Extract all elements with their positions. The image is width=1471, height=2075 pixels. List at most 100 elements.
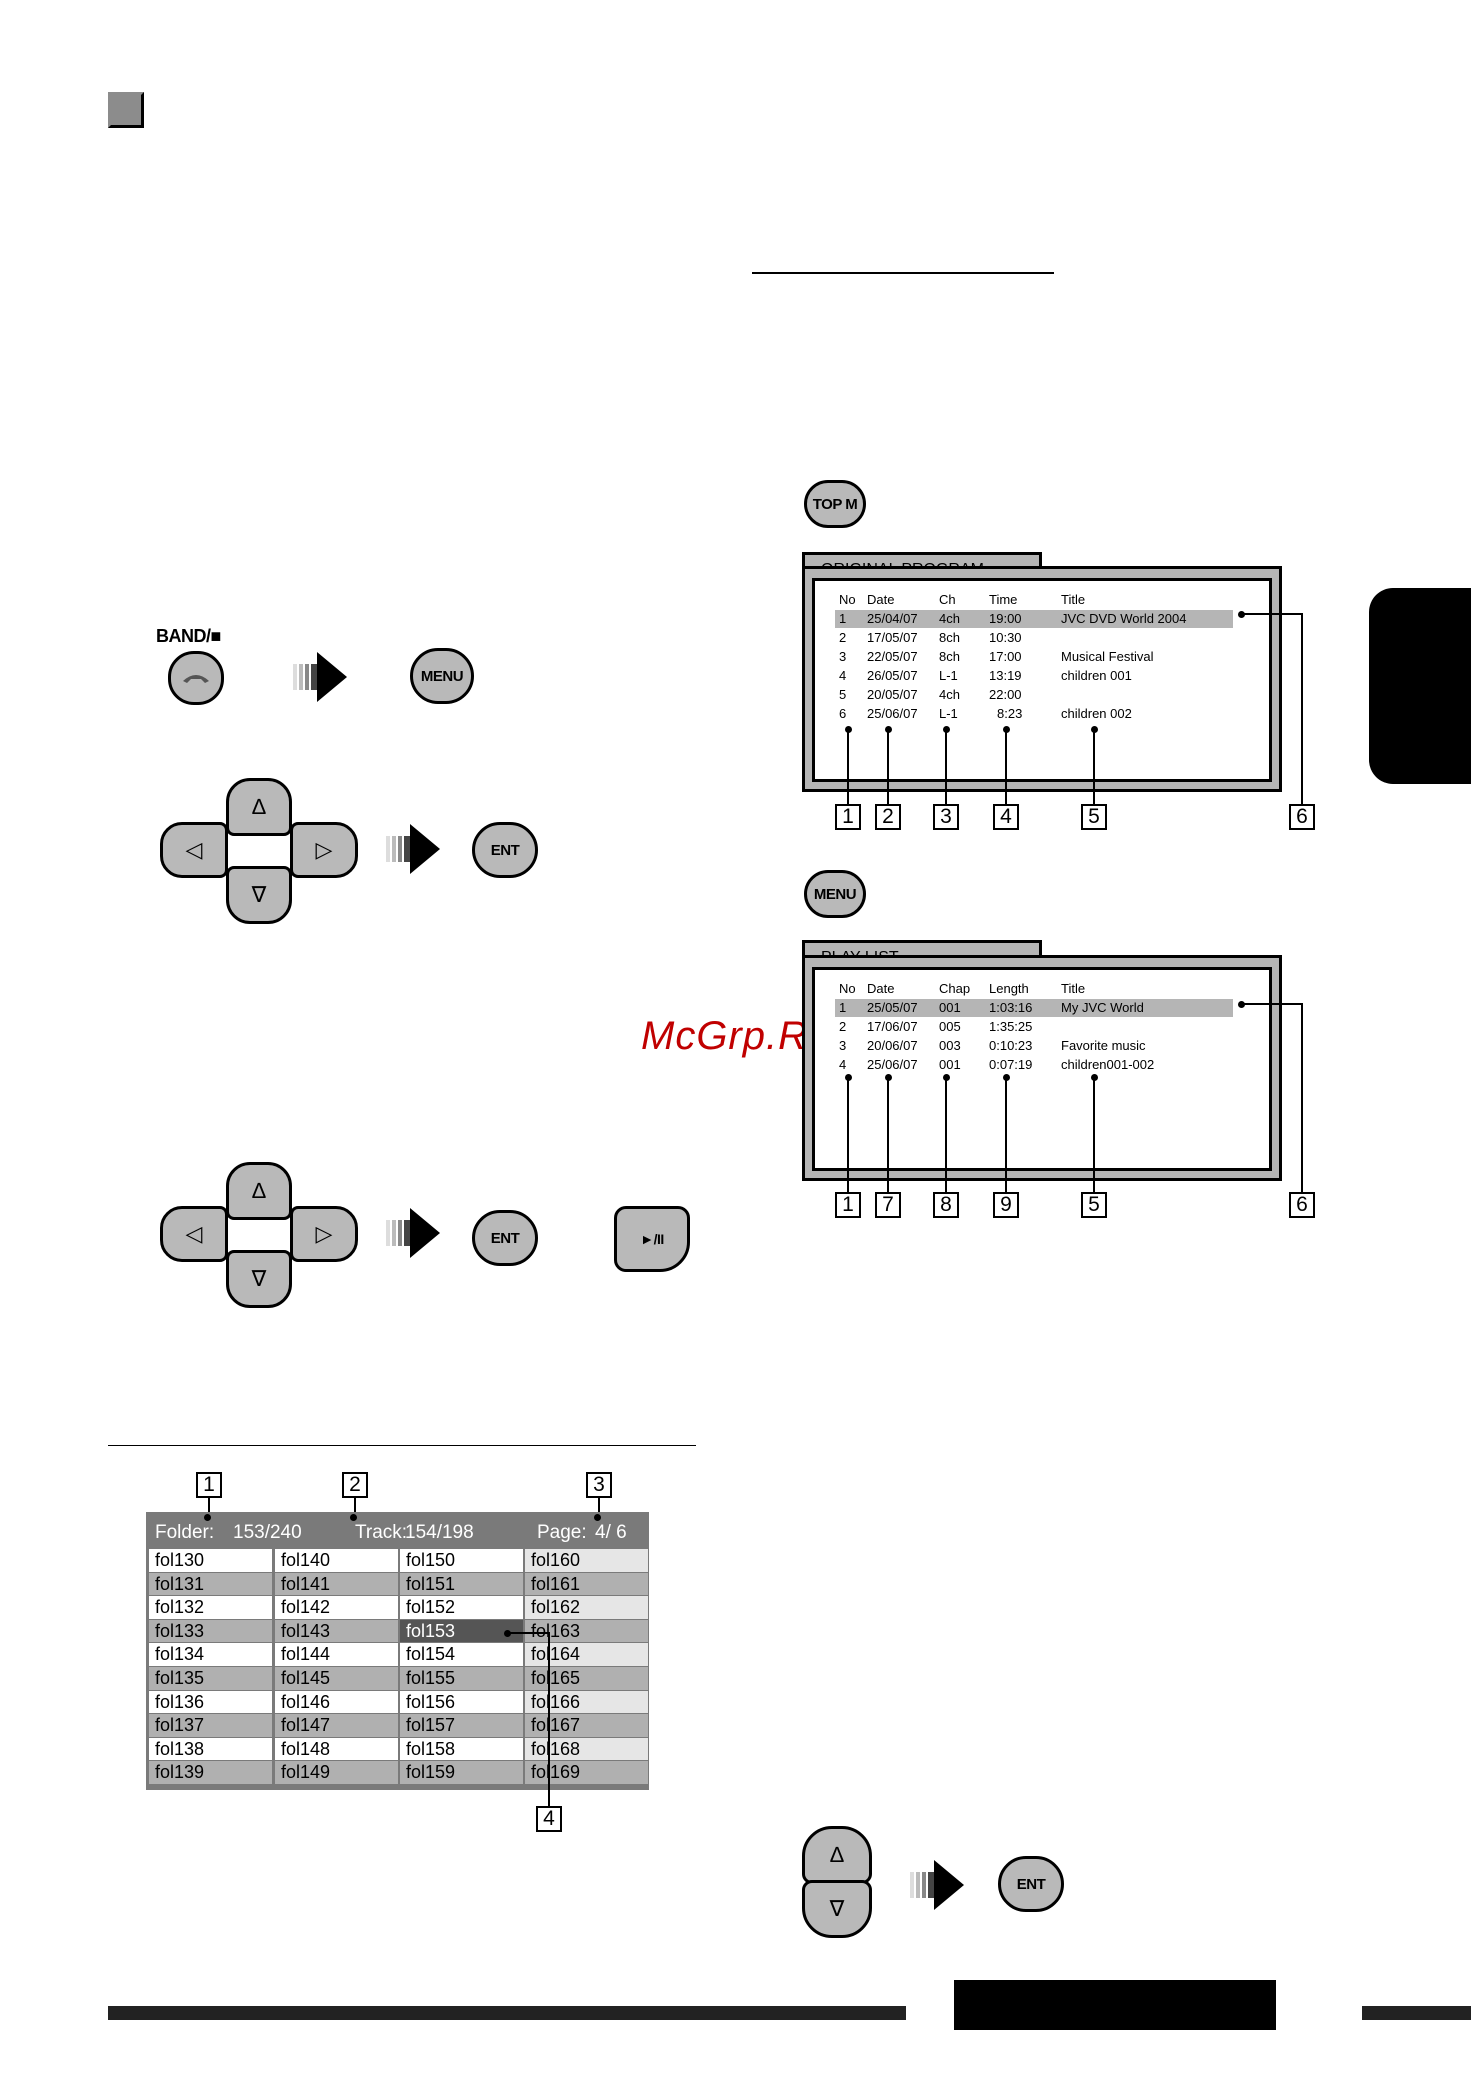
folder-item[interactable]: fol138 [149, 1737, 272, 1761]
folder-item[interactable]: fol152 [400, 1596, 523, 1619]
cell-title: JVC DVD World 2004 [1061, 611, 1187, 626]
menu-button[interactable]: MENU [410, 648, 474, 704]
folder-item[interactable]: fol142 [275, 1596, 398, 1619]
cell-chap: 005 [939, 1019, 961, 1034]
folder-item[interactable]: fol136 [149, 1690, 272, 1714]
folder-item[interactable]: fol158 [400, 1737, 523, 1761]
folder-item[interactable]: fol130 [149, 1549, 272, 1572]
callout-5: 5 [1081, 804, 1107, 830]
menu-button-2[interactable]: MENU [804, 870, 866, 918]
play-pause-button[interactable]: ►/II [614, 1206, 690, 1272]
folder-item[interactable]: fol168 [525, 1737, 648, 1761]
ent-button[interactable]: ENT [998, 1856, 1064, 1912]
cell-title: children 001 [1061, 668, 1132, 683]
folder-item[interactable]: fol150 [400, 1549, 523, 1572]
folder-item[interactable]: fol151 [400, 1572, 523, 1596]
folder-item[interactable]: fol148 [275, 1737, 398, 1761]
band-stop-button[interactable] [168, 651, 224, 705]
cell-length: 0:07:19 [989, 1057, 1033, 1072]
folder-item[interactable]: fol161 [525, 1572, 648, 1596]
folder-item[interactable]: fol140 [275, 1549, 398, 1572]
folder-item[interactable]: fol143 [275, 1619, 398, 1643]
dpad-up-button[interactable]: ∆ [226, 1162, 292, 1220]
cell-date: 20/06/07 [867, 1038, 918, 1053]
cell-time: 10:30 [989, 630, 1022, 645]
cell-time: 22:00 [989, 687, 1022, 702]
track-value: 154/198 [405, 1522, 474, 1543]
dpad-left-button[interactable]: ◁ [160, 822, 228, 878]
folder-item[interactable]: fol134 [149, 1643, 272, 1666]
folder-item[interactable]: fol132 [149, 1596, 272, 1619]
folder-item[interactable]: fol131 [149, 1572, 272, 1596]
folder-item[interactable]: fol135 [149, 1667, 272, 1690]
folder-item[interactable]: fol159 [400, 1761, 523, 1784]
folder-item[interactable]: fol169 [525, 1761, 648, 1784]
cell-chap: 001 [939, 1000, 961, 1015]
next-step-arrow-icon [386, 824, 440, 874]
dpad-right-button[interactable]: ▷ [290, 822, 358, 878]
folder-label: Folder: [155, 1522, 215, 1543]
folder-item[interactable]: fol154 [400, 1643, 523, 1666]
folder-item[interactable]: fol156 [400, 1690, 523, 1714]
ent-button[interactable]: ENT [472, 822, 538, 878]
folder-item[interactable]: fol165 [525, 1667, 648, 1690]
folder-item[interactable]: fol137 [149, 1714, 272, 1737]
folder-item[interactable]: fol160 [525, 1549, 648, 1572]
next-step-arrow-icon [910, 1860, 964, 1910]
folder-item[interactable]: fol141 [275, 1572, 398, 1596]
callout-6: 6 [1289, 804, 1315, 830]
dpad-down-button[interactable]: ∇ [226, 1250, 292, 1308]
up-button[interactable]: ∆ [802, 1826, 872, 1884]
folder-item[interactable]: fol166 [525, 1690, 648, 1714]
cell-no: 4 [839, 1057, 847, 1072]
list-row[interactable]: 4 25/06/07 001 0:07:19 children001-002 [815, 1056, 1269, 1074]
folder-item[interactable]: fol139 [149, 1761, 272, 1784]
folder-item[interactable]: fol162 [525, 1596, 648, 1619]
callout-2: 2 [875, 804, 901, 830]
down-button[interactable]: ∇ [802, 1880, 872, 1938]
folder-item[interactable]: fol144 [275, 1643, 398, 1666]
folder-item[interactable]: fol167 [525, 1714, 648, 1737]
folder-item[interactable]: fol133 [149, 1619, 272, 1643]
folder-item[interactable]: fol157 [400, 1714, 523, 1737]
cell-title: children001-002 [1061, 1057, 1155, 1072]
cell-date: 25/06/07 [867, 1057, 918, 1072]
callout-3: 3 [933, 804, 959, 830]
play-list-header: No Date Chap Length Title [815, 980, 1269, 998]
cell-chap: 001 [939, 1057, 961, 1072]
track-label: Track: [355, 1522, 408, 1543]
cell-no: 3 [839, 649, 847, 664]
folder-item[interactable]: fol147 [275, 1714, 398, 1737]
folder-item[interactable]: fol149 [275, 1761, 398, 1784]
folder-item[interactable]: fol163 [525, 1619, 648, 1643]
callout-1: 1 [196, 1472, 222, 1498]
dpad-up-button[interactable]: ∆ [226, 778, 292, 836]
folder-item[interactable]: fol146 [275, 1690, 398, 1714]
folder-item[interactable]: fol164 [525, 1643, 648, 1666]
ent-button[interactable]: ENT [472, 1210, 538, 1266]
cell-date: 17/06/07 [867, 1019, 918, 1034]
dpad-right-button[interactable]: ▷ [290, 1206, 358, 1262]
cell-title: My JVC World [1061, 1000, 1144, 1015]
dpad-left-button[interactable]: ◁ [160, 1206, 228, 1262]
dpad-down-button[interactable]: ∇ [226, 866, 292, 924]
cell-ch: 4ch [939, 611, 960, 626]
next-step-arrow-icon [293, 652, 347, 702]
folder-item[interactable]: fol155 [400, 1667, 523, 1690]
folder-item[interactable]: fol153 [400, 1619, 523, 1643]
col-header-chap: Chap [939, 981, 971, 996]
folder-item[interactable]: fol145 [275, 1667, 398, 1690]
top-menu-button[interactable]: TOP M [804, 480, 866, 528]
cell-date: 20/05/07 [867, 687, 918, 702]
cell-title: children 002 [1061, 706, 1132, 721]
next-step-arrow-icon [386, 1208, 440, 1258]
